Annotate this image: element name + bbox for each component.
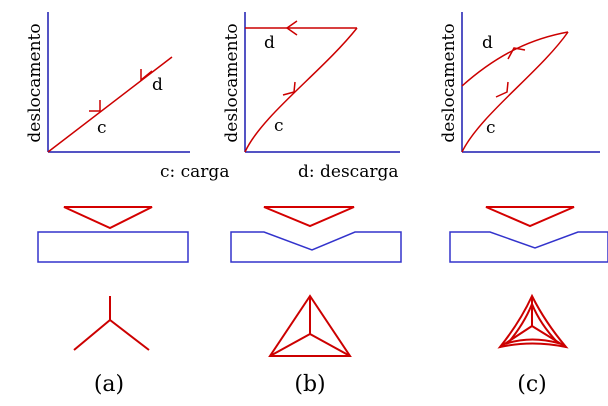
panel-a-indent-pattern bbox=[73, 296, 150, 351]
panel-c-edge-left bbox=[499, 325, 533, 348]
panel-c-unload-label: d bbox=[482, 33, 493, 53]
panel-b-unload-arrow bbox=[285, 20, 298, 36]
panel-a-graph: deslocamento c d bbox=[25, 12, 190, 153]
legend-carga: c: carga bbox=[160, 162, 229, 182]
panel-c-unloading-curve bbox=[461, 31, 569, 87]
panel-c-indent-pattern bbox=[497, 293, 569, 349]
panel-a-crack-left bbox=[73, 319, 111, 351]
panel-a-indenter bbox=[63, 206, 153, 230]
panel-b-specimen-block bbox=[230, 231, 402, 263]
panel-b-load-label: c bbox=[274, 116, 284, 136]
panel-b-caption: (b) bbox=[294, 372, 325, 397]
panel-b-loading-curve bbox=[244, 27, 358, 153]
panel-a-indenter-tip bbox=[63, 206, 153, 230]
panel-b-indenter bbox=[263, 206, 355, 228]
panel-a-loading-curve bbox=[47, 56, 173, 153]
legend-descarga: d: descarga bbox=[298, 162, 398, 182]
panel-a-caption: (a) bbox=[94, 372, 124, 397]
panel-c-indenter-tip bbox=[485, 206, 575, 228]
panel-a-load-label: c bbox=[97, 118, 107, 138]
panel-c-y-axis-label: deslocamento bbox=[439, 23, 459, 142]
panel-c-load-label: c bbox=[486, 118, 496, 138]
panel-a-load-arrow bbox=[89, 100, 101, 112]
panel-b-specimen bbox=[230, 231, 402, 263]
panel-b-indent-outline bbox=[268, 294, 352, 357]
panel-b-unload-label: d bbox=[264, 33, 275, 53]
panel-c-graph: deslocamento c d bbox=[439, 12, 600, 153]
panel-c-indent-outline-outer bbox=[497, 293, 569, 349]
panel-b-indenter-tip bbox=[263, 206, 355, 228]
panel-b-graph: deslocamento c d bbox=[222, 12, 400, 153]
panel-a-specimen-block bbox=[37, 231, 189, 263]
panel-c-caption: (c) bbox=[517, 372, 547, 397]
panel-b-edge-right bbox=[309, 333, 351, 357]
panel-a-unload-arrow bbox=[140, 69, 153, 82]
panel-c-indent-outline-inner bbox=[505, 301, 562, 345]
panel-b-edge-left bbox=[269, 333, 311, 357]
panel-c-specimen-block bbox=[449, 231, 608, 263]
panel-a-specimen bbox=[37, 231, 189, 263]
panel-b-load-arrow bbox=[282, 81, 296, 96]
panel-c-specimen bbox=[449, 231, 608, 263]
panel-c-indenter bbox=[485, 206, 575, 228]
panel-a-y-axis-label: deslocamento bbox=[25, 23, 45, 142]
panel-b-indent-pattern bbox=[268, 294, 352, 357]
panel-c-load-arrow bbox=[495, 81, 509, 98]
panel-c-unload-arrow bbox=[507, 47, 526, 60]
panel-c-edge-right bbox=[531, 325, 567, 348]
panel-b-y-axis-label: deslocamento bbox=[222, 23, 242, 142]
panel-a-unload-label: d bbox=[152, 75, 163, 95]
panel-a-crack-right bbox=[109, 319, 150, 351]
legend: c: carga d: descarga bbox=[160, 162, 398, 182]
panel-c-loading-curve bbox=[461, 31, 569, 153]
